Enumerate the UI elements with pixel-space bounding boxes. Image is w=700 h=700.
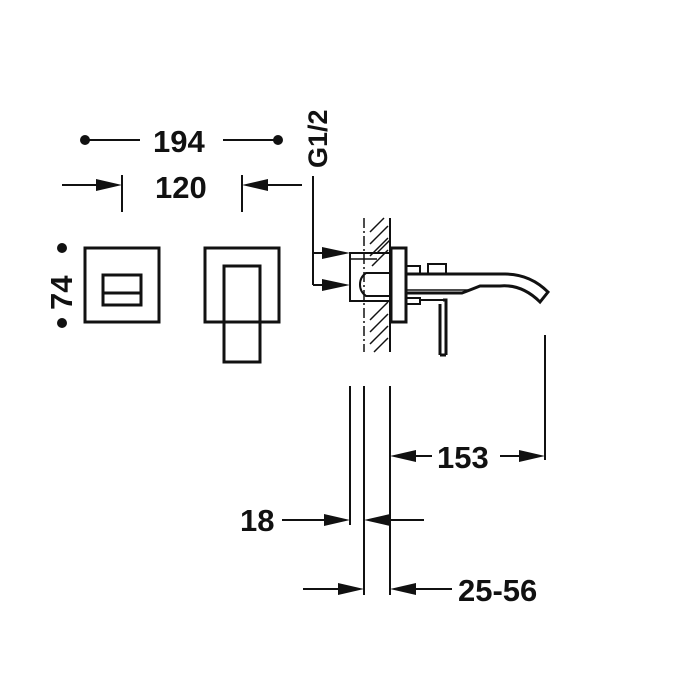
arrow-icon: [338, 583, 364, 595]
extension-lines: [349, 335, 546, 595]
front-view-handle: [203, 246, 281, 364]
dim-label-194: 194: [153, 124, 205, 159]
arrow-icon: [390, 450, 416, 462]
dim-label-18: 18: [240, 503, 274, 538]
front-view-plate: [83, 246, 161, 324]
dimension-194: 194: [80, 124, 283, 159]
dimension-25-56: 25-56: [303, 573, 537, 608]
arrow-icon: [364, 514, 390, 526]
dimension-74: 74: [44, 243, 79, 328]
dim-label-120: 120: [155, 170, 207, 205]
dimension-120: 120: [62, 170, 302, 212]
arrow-icon: [96, 179, 122, 191]
dimension-18: 18: [240, 503, 424, 538]
dim-label-74: 74: [44, 275, 79, 310]
side-view-section: [349, 217, 551, 357]
dim-endpoint-dot: [57, 243, 67, 253]
arrow-icon: [390, 583, 416, 595]
arrow-icon: [322, 247, 350, 259]
dimension-153: 153: [390, 440, 545, 475]
arrow-icon: [324, 514, 350, 526]
dim-endpoint-dot: [273, 135, 283, 145]
dim-label-153: 153: [437, 440, 489, 475]
arrow-icon: [322, 279, 350, 291]
dim-label-25-56: 25-56: [458, 573, 537, 608]
dimension-g12: G1/2: [303, 109, 350, 291]
dim-endpoint-dot: [57, 318, 67, 328]
arrow-icon: [519, 450, 545, 462]
dim-label-g12: G1/2: [303, 109, 333, 168]
